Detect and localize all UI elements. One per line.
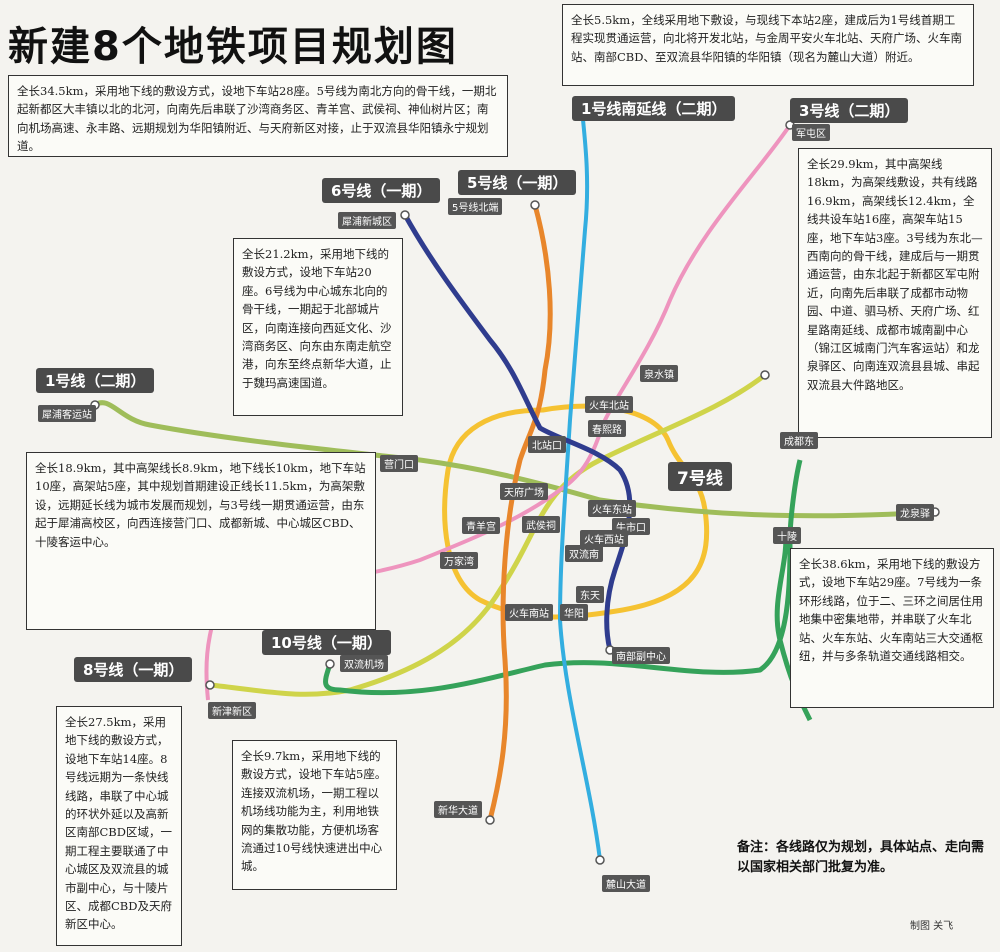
station-dots [90, 105, 940, 865]
badge-line-10: 10号线（一期） [262, 630, 391, 655]
station-label: 华阳 [560, 604, 588, 621]
terminal-dot [325, 659, 335, 669]
line-1-extension [93, 400, 936, 519]
station-label: 火车东站 [588, 500, 636, 517]
station-label: 成都东 [780, 432, 818, 449]
desc-top-center: 全长5.5km，全线采用地下敷设，与现线下本站2座，建成后为1号线首期工程实现贯… [562, 4, 974, 86]
terminal-dot [760, 370, 770, 380]
terminal-dot [530, 200, 540, 210]
station-label: 南部副中心 [612, 647, 670, 664]
terminal-dot [400, 210, 410, 220]
terminal-dot [595, 855, 605, 865]
station-label: 双流南 [565, 545, 603, 562]
credit: 制图 关飞 [910, 921, 954, 932]
desc-line-1-ext: 全长18.9km，其中高架线长8.9km，地下线长10km，地下车站10座，高架… [26, 452, 376, 630]
station-label: 天府广场 [500, 483, 548, 500]
station-label: 春熙路 [588, 420, 626, 437]
line-1 [557, 109, 602, 861]
station-label: 武侯祠 [522, 516, 560, 533]
line-6 [402, 213, 633, 651]
station-label: 火车北站 [585, 396, 633, 413]
station-label: 5号线北端 [448, 198, 503, 215]
station-label: 东天 [576, 586, 604, 603]
desc-line-10: 全长9.7km，采用地下线的敷设方式，设地下车站5座。连接双流机场，一期工程以机… [232, 740, 397, 890]
station-label: 龙泉驿 [896, 504, 934, 521]
station-label: 火车南站 [505, 604, 553, 621]
badge-line-1-phase2: 1号线（二期） [36, 368, 155, 393]
terminal-dot [205, 680, 215, 690]
station-label: 北站口 [528, 436, 566, 453]
line-5 [487, 204, 553, 821]
station-label: 新华大道 [434, 801, 482, 818]
station-label: 麓山大道 [602, 875, 650, 892]
station-label: 火车西站 [580, 530, 628, 547]
badge-line-5: 5号线（一期） [458, 170, 577, 195]
line-8 [209, 373, 767, 697]
desc-line-6: 全长21.2km，采用地下线的敷设方式，设地下车站20座。6号线为中心城东北向的… [233, 238, 403, 416]
footnote: 备注：各线路仅为规划，具体站点、走向需以国家相关部门批复为准。 [737, 840, 985, 876]
station-label: 军屯区 [792, 124, 830, 141]
terminal-dot [485, 815, 495, 825]
station-label: 新津新区 [208, 702, 256, 719]
desc-line-8: 全长27.5km，采用地下线的敷设方式，设地下车站14座。8号线远期为一条快线线… [56, 706, 182, 946]
badge-line-1-south: 1号线南延线（二期） [572, 96, 736, 121]
station-label: 青羊宫 [462, 517, 500, 534]
station-label: 犀浦新城区 [338, 212, 396, 229]
station-label: 双流机场 [340, 655, 388, 672]
station-label: 犀浦客运站 [38, 405, 96, 422]
desc-top-left: 全长34.5km，采用地下线的敷设方式，设地下车站28座。5号线为南北方向的骨干… [8, 75, 508, 157]
badge-line-3-phase2: 3号线（二期） [790, 98, 909, 123]
badge-line-7: 7号线 [668, 462, 732, 491]
station-label: 泉水镇 [640, 365, 678, 382]
station-label: 万家湾 [440, 552, 478, 569]
desc-line-7: 全长38.6km，采用地下线的敷设方式，设地下车站29座。7号线为一条环形线路，… [790, 548, 994, 708]
line-7-ring [442, 403, 710, 620]
station-label: 营门口 [380, 455, 418, 472]
map-title: 新建8个地铁项目规划图 [8, 24, 458, 70]
badge-line-8: 8号线（一期） [74, 657, 193, 682]
station-label: 十陵 [773, 527, 801, 544]
badge-line-6: 6号线（一期） [322, 178, 441, 203]
desc-line-3: 全长29.9km，其中高架线18km，为高架线敷设，共有线路16.9km，高架线… [798, 148, 992, 438]
